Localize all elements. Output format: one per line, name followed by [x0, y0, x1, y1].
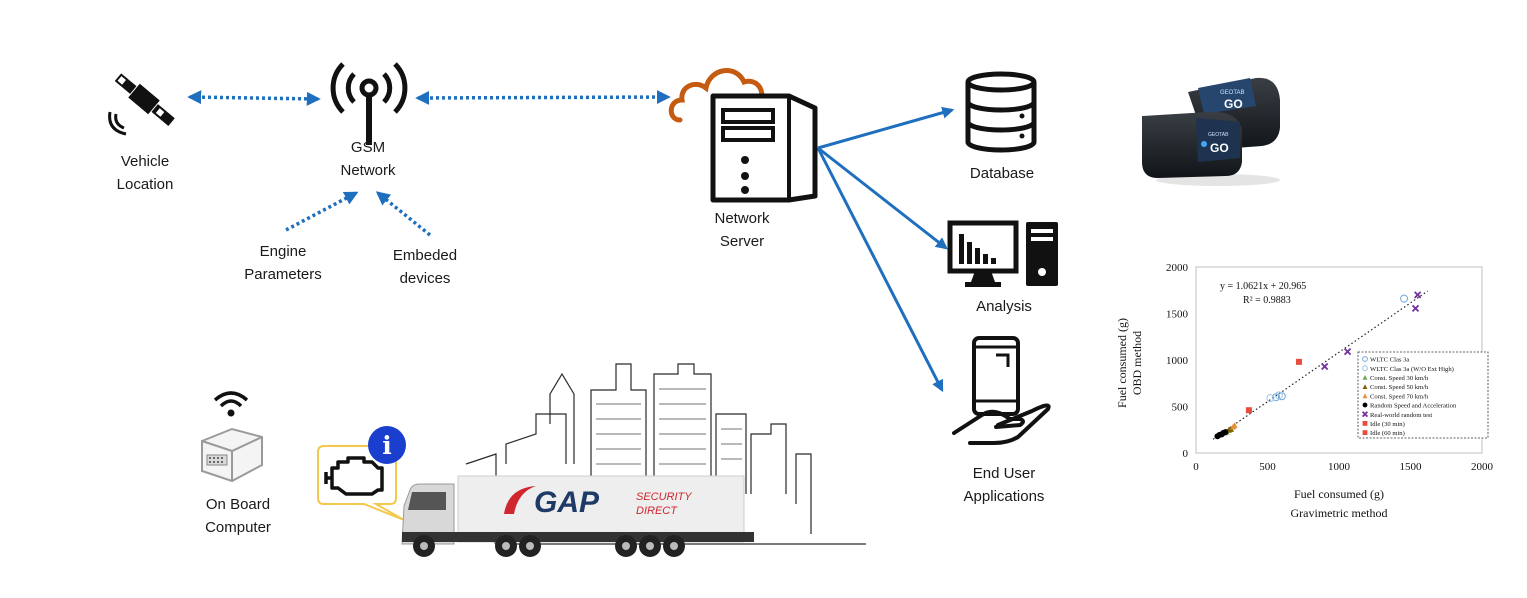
- legend-entry: Const. Speed 50 km/h: [1370, 384, 1429, 391]
- analysis-monitor-icon: [947, 220, 1019, 287]
- engine-gsm-link: [285, 191, 359, 232]
- legend-entry: WLTC Clas 3a: [1370, 357, 1409, 364]
- legend-marker: [1362, 421, 1368, 426]
- server-analysis-arrow: [817, 146, 948, 250]
- obd-dongle-icon: [201, 427, 263, 483]
- device-brand-text: GEOTAB: [1220, 90, 1245, 96]
- legend-entry: Real-world random test: [1370, 412, 1432, 419]
- wifi-icon: [213, 391, 249, 417]
- y-axis-ticks: 0 500 1000 1500 2000: [1166, 262, 1189, 460]
- gsm-server-link: [415, 90, 671, 105]
- tower-pc-icon: [1026, 222, 1058, 286]
- x-axis-label-2: Gravimetric method: [1291, 506, 1388, 520]
- device-model-text: GO: [1224, 97, 1243, 111]
- legend: WLTC Clas 3a WLTC Clas 3a (W/O Ext High) C…: [1361, 356, 1457, 437]
- analysis-label: Analysis: [976, 298, 1032, 315]
- geotab-go-device: GEOTAB GO GEOTAB GO: [1142, 77, 1280, 186]
- y-tick-label: 1500: [1166, 309, 1189, 321]
- devices-gsm-link: [375, 191, 432, 237]
- server-enduser-arrow: [816, 147, 944, 393]
- legend-box: [1357, 351, 1489, 439]
- legend-entry: Random Speed and Acceleration: [1370, 403, 1457, 410]
- legend-marker: [1362, 384, 1368, 389]
- x-axis-ticks: 0 500 1000 1500 2000: [1193, 461, 1493, 473]
- y-tick-label: 1000: [1166, 355, 1189, 367]
- data-point: [1266, 394, 1275, 403]
- data-point: [1411, 304, 1420, 313]
- engine-parameters-label: Engine Parameters: [244, 243, 322, 283]
- info-icon: i: [368, 426, 406, 464]
- legend-entry: Const. Speed 30 km/h: [1370, 375, 1429, 382]
- data-point: [1343, 347, 1352, 356]
- data-point: [1274, 391, 1283, 400]
- engine-bubble: [317, 445, 405, 521]
- legend-marker: [1362, 356, 1368, 362]
- data-point: [1414, 291, 1422, 299]
- legend-entry: Idle (30 min): [1370, 421, 1405, 428]
- end-user-applications-label: End User Applications: [963, 465, 1045, 505]
- embeded-devices-label: Embeded devices: [392, 247, 458, 287]
- network-server-label: Network Server: [714, 210, 770, 250]
- data-point: [1245, 407, 1252, 414]
- data-points: [1214, 291, 1422, 440]
- x-tick-label: 2000: [1471, 461, 1494, 473]
- legend-marker: [1362, 402, 1368, 408]
- r-squared: R² = 0.9883: [1243, 295, 1291, 306]
- data-point: [1231, 422, 1238, 429]
- trend-equation: y = 1.0621x + 20.965: [1220, 281, 1306, 292]
- vehicle-location-label: Vehicle Location: [116, 153, 174, 193]
- satellite-gsm-link: [187, 90, 321, 106]
- trendline: [1212, 290, 1429, 440]
- data-point: [1400, 294, 1409, 303]
- y-tick-label: 0: [1183, 448, 1189, 460]
- database-icon: [965, 71, 1037, 153]
- y-tick-label: 500: [1172, 402, 1189, 414]
- legend-entry: WLTC Clas 3a (W/O Ext High): [1370, 366, 1454, 373]
- x-tick-label: 1500: [1400, 461, 1423, 473]
- cloud-icon: [668, 68, 765, 123]
- gsm-network-label: GSM Network: [340, 139, 396, 179]
- x-tick-label: 500: [1259, 461, 1276, 473]
- legend-marker: [1362, 430, 1368, 435]
- truck-brand: GAP: [534, 486, 600, 519]
- fuel-scatter-chart: 0 500 1000 1500 2000 0 500 1000 1500 2000 y = 1.…: [1115, 262, 1494, 520]
- info-symbol: i: [382, 431, 392, 460]
- y-tick-label: 2000: [1166, 262, 1189, 274]
- legend-marker: [1362, 375, 1368, 380]
- device-brand-text-2: GEOTAB: [1208, 132, 1229, 138]
- device-model-text-2: GO: [1210, 141, 1229, 155]
- server-database-arrow: [817, 106, 955, 150]
- legend-entry: Idle (60 min): [1370, 430, 1405, 437]
- legend-entry: Const. Speed 70 km/h: [1370, 393, 1429, 400]
- legend-marker: [1361, 411, 1369, 418]
- data-point: [1321, 362, 1329, 371]
- on-board-computer-label: On Board Computer: [205, 496, 271, 536]
- satellite-icon: [108, 73, 175, 136]
- data-point: [1222, 429, 1229, 436]
- y-axis-label-2: OBD method: [1130, 331, 1144, 395]
- data-point: [1295, 358, 1302, 365]
- phone-hand-icon: [952, 336, 1051, 445]
- x-axis-label-1: Fuel consumed (g): [1294, 487, 1384, 501]
- legend-marker: [1362, 365, 1368, 372]
- truck-tagline-2: DIRECT: [636, 505, 678, 517]
- engine-icon: [324, 456, 384, 496]
- x-tick-label: 0: [1193, 461, 1199, 473]
- x-tick-label: 1000: [1328, 461, 1351, 473]
- legend-marker: [1362, 393, 1368, 399]
- y-axis-label-1: Fuel consumed (g): [1115, 318, 1129, 408]
- antenna-icon: [330, 62, 408, 145]
- truck-tagline-1: SECURITY: [636, 491, 692, 503]
- truck: GAP SECURITY DIRECT: [401, 475, 754, 557]
- server-icon: [710, 93, 818, 203]
- database-label: Database: [969, 165, 1035, 182]
